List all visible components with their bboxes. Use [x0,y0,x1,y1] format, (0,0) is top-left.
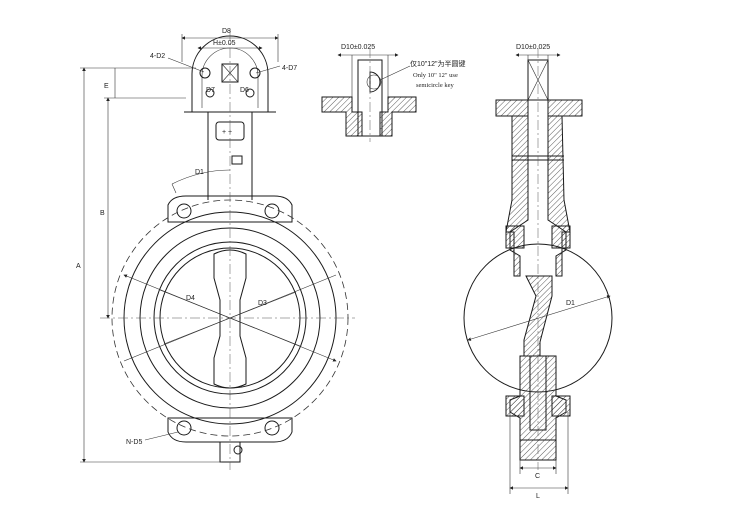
side-neck-left [505,115,529,277]
label-d4: D4 [186,295,195,302]
side-stem-top [527,59,549,101]
body-bottom-lug [167,417,293,443]
lug-hole [176,203,192,219]
label-d6: D6 [240,87,249,94]
label-d8: D8 [222,28,231,35]
lug-hole [264,203,280,219]
label-c: C [535,473,540,480]
label-d1-right: D1 [566,300,575,307]
key-detail-view [321,48,417,142]
stem-square [221,63,239,83]
note-en-1: Only 10" 12" use [413,72,458,79]
label-e: E [104,83,109,90]
note-cn: 仅10"12"为半圆键 [410,59,466,68]
seat-block [551,225,571,249]
label-b: B [100,210,105,217]
svg-text:+ +: + + [222,129,232,136]
side-section-view [463,48,613,494]
note-en-2: semicircle key [416,82,454,89]
detail-flange-right [379,96,417,137]
neck-lug [231,155,243,165]
side-flange-right [547,99,583,117]
label-l: L [536,493,540,500]
seat-block [505,225,525,249]
detail-flange-left [321,96,363,137]
lug-hole [264,420,280,436]
label-d10-right: D10±0.025 [516,44,550,51]
label-n-d5: N-D5 [126,439,142,446]
flange-hole [249,67,261,79]
label-a: A [76,263,81,270]
semicircle-key [369,71,381,93]
body-neck [207,112,253,200]
detail-stem [357,59,383,137]
label-d1-left: D1 [195,169,204,176]
label-d3: D3 [258,300,267,307]
side-flange-left [495,99,529,117]
label-h-tol: H±0.05 [213,40,236,47]
flange-hole [245,88,255,98]
label-4-d7: 4-D7 [282,65,297,72]
front-view: + + [80,30,355,470]
flange-hole [199,67,211,79]
label-4-d2: 4-D2 [150,53,165,60]
seat-block [551,395,571,417]
flange-hole [205,88,215,98]
lug-hole [176,420,192,436]
seat-block [505,395,525,417]
side-neck-right [547,115,571,277]
label-d7-inner: D7 [206,87,215,94]
body-top-lug [167,195,293,223]
label-d10-mid: D10±0.025 [341,44,375,51]
